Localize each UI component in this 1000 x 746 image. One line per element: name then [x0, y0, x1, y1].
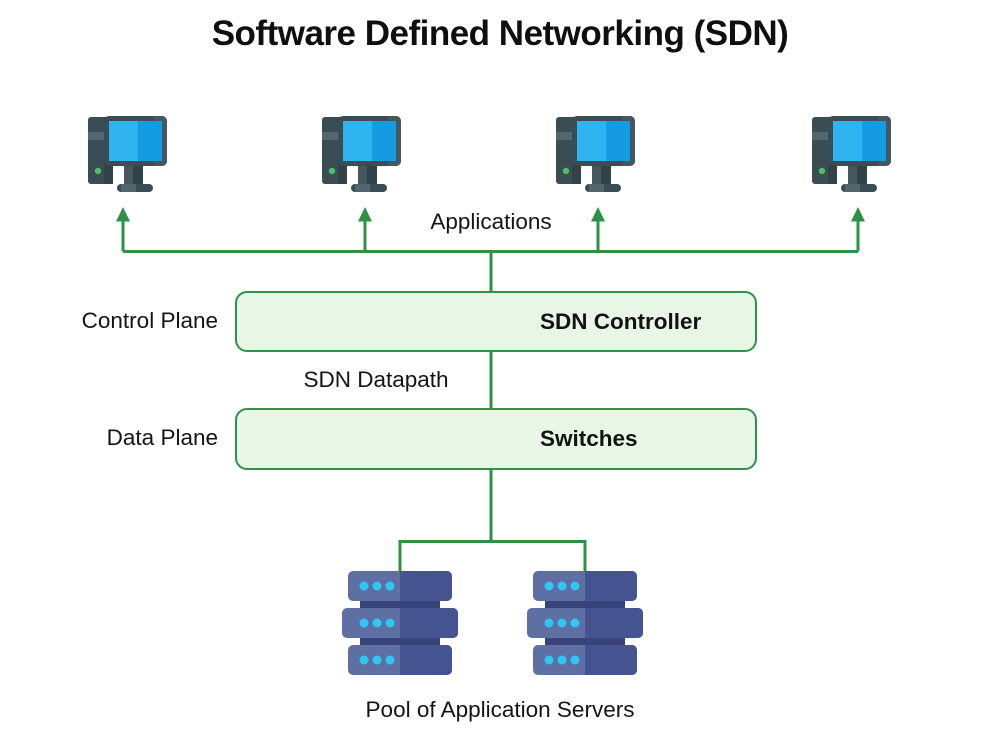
pool-of-application-servers-label: Pool of Application Servers	[365, 697, 635, 722]
server-rack-icon	[525, 571, 645, 680]
desktop-computer-icon	[812, 116, 892, 198]
sdn-controller-box: SDN Controller	[235, 291, 757, 352]
desktop-computer-icon	[322, 116, 402, 198]
arrow-up-icon-2	[358, 207, 372, 222]
diagram-title: Software Defined Networking (SDN)	[211, 14, 789, 53]
sdn-datapath-label: SDN Datapath	[303, 367, 449, 392]
arrow-up-icon-1	[116, 207, 130, 222]
desktop-computer-icon	[556, 116, 636, 198]
server-rack-icon	[340, 571, 460, 680]
data-plane-label: Data Plane	[106, 425, 218, 450]
switches-box: Switches	[235, 408, 757, 470]
applications-label: Applications	[430, 209, 552, 234]
arrow-up-icon-4	[851, 207, 865, 222]
switches-label: Switches	[540, 426, 638, 451]
server-bracket-line	[398, 540, 587, 572]
desktop-computer-icon	[88, 116, 168, 198]
control-plane-label: Control Plane	[81, 308, 218, 333]
sdn-controller-label: SDN Controller	[540, 308, 702, 334]
